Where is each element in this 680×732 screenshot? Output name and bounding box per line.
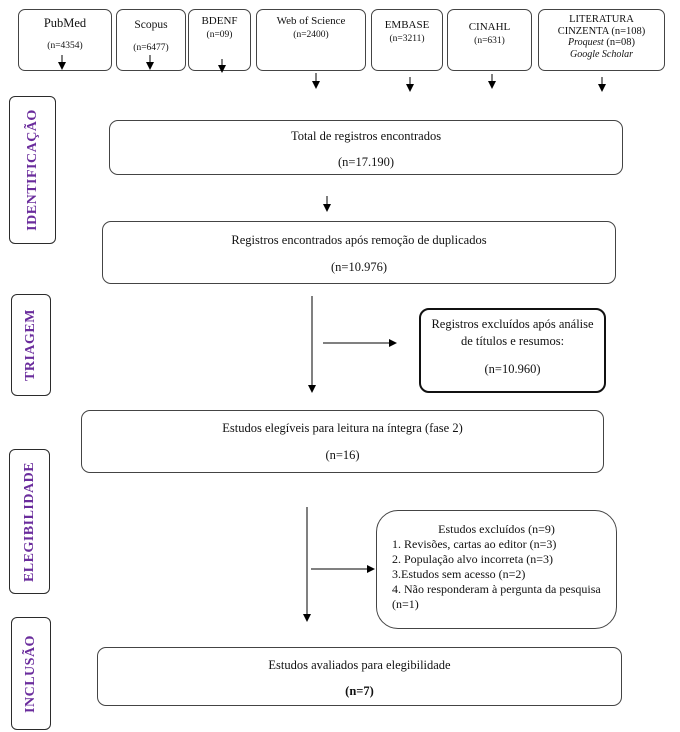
excluded-item: 2. População alvo incorreta (n=3) [392,552,554,566]
excluded-item: 4. Não responderam à pergunta da pesquis… [392,582,601,611]
box-label: Registros excluídos após análise de títu… [431,317,594,348]
box-count: (n=17.190) [338,155,394,169]
grey-literature-google: Google Scholar [569,48,634,60]
source-name: EMBASE [384,19,430,31]
box-count: (n=10.960) [484,362,541,376]
box-count: (n=10.976) [331,260,387,274]
box-label: Registros encontrados após remoção de du… [231,233,487,247]
phase-triagem: TRIAGEM [11,294,51,396]
source-name: PubMed [43,16,87,30]
box-count: (n=7) [345,684,374,698]
box-included-studies: Estudos avaliados para elegibilidade (n=… [97,647,622,706]
box-label: Estudos avaliados para elegibilidade [268,658,451,672]
box-excluded-screening: Registros excluídos após análise de títu… [419,308,606,393]
source-count: (n=2400) [293,30,329,40]
source-name: CINAHL [468,21,511,33]
box-label: Total de registros encontrados [290,129,442,143]
box-label: Estudos elegíveis para leitura na íntegr… [222,421,463,435]
box-total-records: Total de registros encontrados (n=17.190… [109,120,623,175]
source-web-of-science: Web of Science (n=2400) [256,9,366,71]
source-embase: EMBASE (n=3211) [371,9,443,71]
source-count: (n=3211) [389,34,425,44]
box-after-duplicates: Registros encontrados após remoção de du… [102,221,616,284]
source-count: (n=6477) [133,43,169,53]
phase-elegibilidade: ELEGIBILIDADE [9,449,50,594]
source-cinahl: CINAHL (n=631) [447,9,532,71]
source-count: (n=09) [206,30,233,40]
excluded-item: 3.Estudos sem acesso (n=2) [392,567,526,581]
phase-inclusao: INCLUSÃO [11,617,51,730]
box-title: Estudos excluídos (n=9) [438,522,555,536]
box-eligible-studies: Estudos elegíveis para leitura na íntegr… [81,410,604,473]
source-scopus: Scopus (n=6477) [116,9,186,71]
source-count: (n=4354) [47,41,83,51]
source-count: (n=631) [474,36,505,46]
source-grey-literature: LITERATURA CINZENTA (n=108) Proquest (n=… [538,9,665,71]
grey-literature-proquest: Proquest (n=08) [567,37,636,48]
box-excluded-fulltext: Estudos excluídos (n=9) 1. Revisões, car… [376,510,617,629]
source-pubmed: PubMed (n=4354) [18,9,112,71]
source-name: Web of Science [276,15,346,27]
box-count: (n=16) [325,448,360,462]
grey-literature-title: LITERATURA CINZENTA (n=108) [557,14,646,37]
source-name: BDENF [201,15,238,27]
phase-identificacao: IDENTIFICAÇÃO [9,96,56,244]
source-name: Scopus [134,19,168,31]
excluded-item: 1. Revisões, cartas ao editor (n=3) [392,537,557,551]
